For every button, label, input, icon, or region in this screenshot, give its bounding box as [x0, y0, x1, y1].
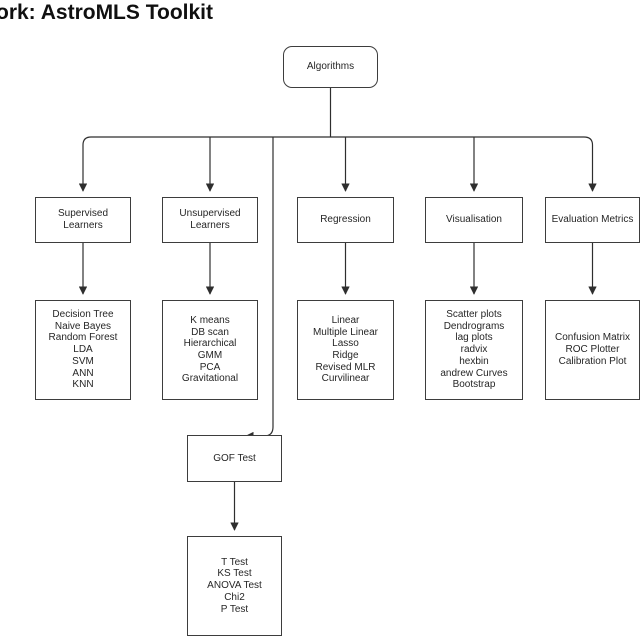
- node-visualisation: Visualisation: [425, 197, 523, 243]
- node-gof-test: GOF Test: [187, 435, 282, 482]
- node-gof-methods: T Test KS Test ANOVA Test Chi2 P Test: [187, 536, 282, 636]
- node-visualisation-methods: Scatter plots Dendrograms lag plots radv…: [425, 300, 523, 400]
- node-unsupervised-methods: K means DB scan Hierarchical GMM PCA Gra…: [162, 300, 258, 400]
- node-regression: Regression: [297, 197, 394, 243]
- connector-lines: [78, 88, 597, 531]
- node-regression-methods: Linear Multiple Linear Lasso Ridge Revis…: [297, 300, 394, 400]
- node-evaluation-metrics: Evaluation Metrics: [545, 197, 640, 243]
- node-unsupervised-learners: Unsupervised Learners: [162, 197, 258, 243]
- node-evaluation-methods: Confusion Matrix ROC Plotter Calibration…: [545, 300, 640, 400]
- page-title: ork: AstroMLS Toolkit: [0, 1, 213, 24]
- node-supervised-methods: Decision Tree Naive Bayes Random Forest …: [35, 300, 131, 400]
- node-supervised-learners: Supervised Learners: [35, 197, 131, 243]
- node-algorithms: Algorithms: [283, 46, 378, 88]
